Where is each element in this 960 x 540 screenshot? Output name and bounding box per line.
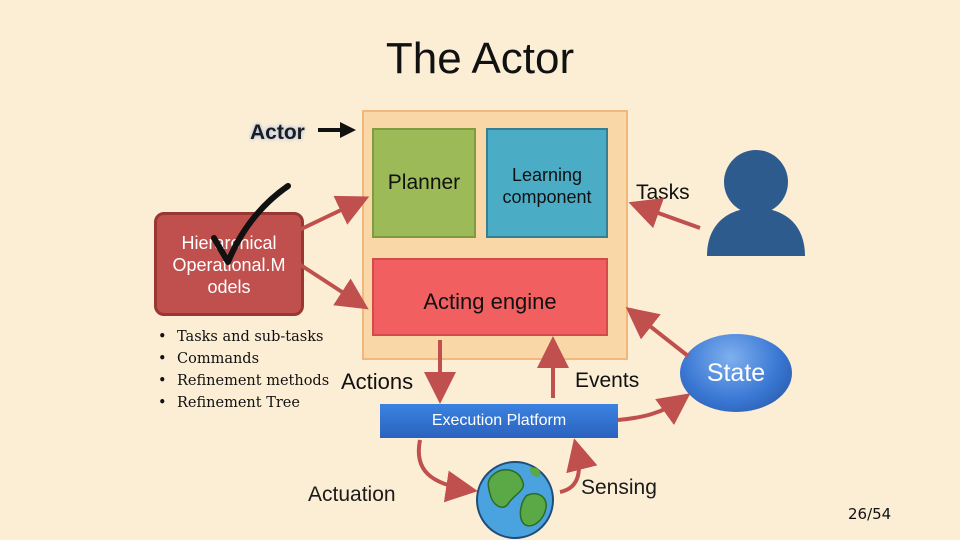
bullet-item: Commands xyxy=(158,348,329,370)
state-to-acting-arrow xyxy=(625,307,690,358)
learning-component-box: Learning component xyxy=(486,128,608,238)
hierarchical-models-line2: Operational.M xyxy=(172,255,286,275)
state-label: State xyxy=(706,358,766,387)
slide-title: The Actor xyxy=(385,34,575,83)
user-icon xyxy=(707,150,805,256)
state-ellipse: State xyxy=(680,334,792,412)
acting-engine-box: Acting engine xyxy=(372,258,608,336)
model-bullet-list: Tasks and sub-tasks Commands Refinement … xyxy=(158,326,329,414)
actions-label: Actions xyxy=(341,369,414,394)
sensing-label: Sensing xyxy=(581,476,657,499)
hierarchical-models-line1: Hierarchical xyxy=(181,233,277,253)
hierarchical-models-line3: odels xyxy=(207,277,251,297)
actor-label: Actor xyxy=(250,121,305,144)
acting-engine-label: Acting engine xyxy=(423,289,557,314)
bullet-item: Refinement methods xyxy=(158,370,329,392)
planner-box: Planner xyxy=(372,128,476,238)
events-label: Events xyxy=(575,369,640,392)
models-to-planner-arrow xyxy=(294,195,370,234)
sensing-arrow xyxy=(559,438,598,494)
bullet-item: Tasks and sub-tasks xyxy=(158,326,329,348)
bullet-item: Refinement Tree xyxy=(158,392,329,414)
models-to-acting-arrow xyxy=(294,260,369,310)
globe-icon xyxy=(476,461,554,539)
execution-platform-label: Execution Platform xyxy=(431,412,567,429)
learning-component-label: Learning component xyxy=(502,165,592,207)
user-to-tasks-arrow xyxy=(628,198,701,230)
exec-to-state-arrow xyxy=(617,393,691,426)
actuation-label: Actuation xyxy=(308,483,396,506)
tasks-label: Tasks xyxy=(636,181,690,204)
actuation-arrow xyxy=(416,439,478,503)
planner-label: Planner xyxy=(387,171,461,194)
execution-platform-box: Execution Platform xyxy=(380,404,618,438)
hierarchical-models-box: Hierarchical Operational.M odels xyxy=(154,212,304,316)
page-number: 26/54 xyxy=(848,505,892,523)
